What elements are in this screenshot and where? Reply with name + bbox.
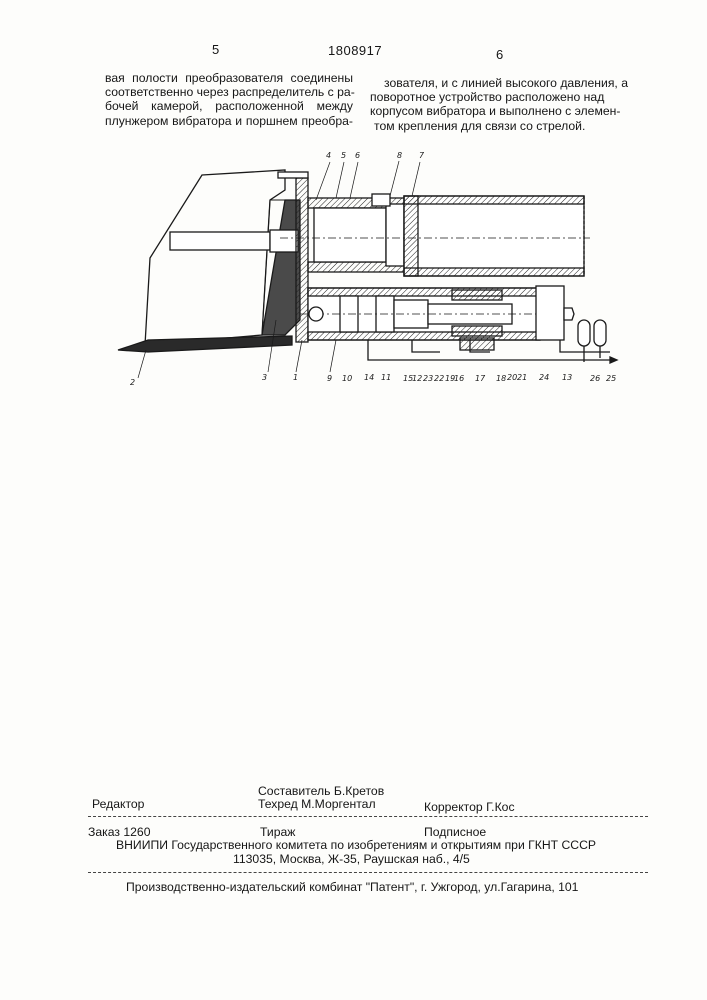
patent-figure: 4 5 6 8 7 2 3 1 9 10 14 11 15 12 23 22 1… bbox=[0, 0, 707, 420]
footer-publisher: Производственно-издательский комбинат "П… bbox=[126, 880, 578, 894]
label-22: 22 bbox=[434, 374, 444, 383]
label-12: 12 bbox=[412, 374, 422, 383]
footer-vniipi: ВНИИПИ Государственного комитета по изоб… bbox=[116, 838, 596, 852]
footer-address: 113035, Москва, Ж-35, Раушская наб., 4/5 bbox=[233, 852, 470, 866]
label-7: 7 bbox=[419, 151, 425, 160]
footer-compiler: Составитель Б.Кретов bbox=[258, 784, 384, 798]
label-14: 14 bbox=[364, 373, 374, 382]
label-5: 5 bbox=[341, 151, 346, 160]
footer-techred: Техред М.Моргентал bbox=[258, 797, 376, 811]
end-cap bbox=[536, 286, 564, 340]
main-plate bbox=[296, 178, 308, 342]
label-20: 20 bbox=[507, 373, 517, 382]
label-4: 4 bbox=[326, 151, 331, 160]
boom-tube bbox=[404, 196, 584, 276]
footer-editor: Редактор bbox=[92, 797, 144, 811]
cylinder-port bbox=[372, 194, 390, 206]
footer-rule-1 bbox=[88, 816, 648, 817]
label-18: 18 bbox=[496, 374, 506, 383]
label-10: 10 bbox=[342, 374, 352, 383]
label-11: 11 bbox=[381, 373, 391, 382]
label-6: 6 bbox=[355, 151, 360, 160]
label-2: 2 bbox=[130, 378, 135, 387]
label-3: 3 bbox=[262, 373, 267, 382]
label-26: 26 bbox=[590, 374, 600, 383]
bucket-blade bbox=[118, 336, 292, 352]
label-17: 17 bbox=[475, 374, 486, 383]
cylinder-bore bbox=[314, 208, 386, 262]
bucket-body bbox=[145, 170, 285, 345]
label-23: 23 bbox=[423, 374, 433, 383]
label-16: 16 bbox=[454, 374, 464, 383]
label-1: 1 bbox=[293, 373, 298, 382]
label-24: 24 bbox=[539, 373, 549, 382]
footer-order: Заказ 1260 bbox=[88, 825, 150, 839]
label-25: 25 bbox=[606, 374, 616, 383]
label-9: 9 bbox=[327, 374, 332, 383]
accumulator-26 bbox=[578, 320, 590, 346]
footer-rule-2 bbox=[88, 872, 648, 873]
label-13: 13 bbox=[562, 373, 572, 382]
label-21: 21 bbox=[517, 373, 527, 382]
footer-corrector: Корректор Г.Кос bbox=[424, 800, 515, 814]
tooth-plate bbox=[262, 200, 300, 335]
bucket-shaft bbox=[170, 232, 270, 250]
footer-subscription: Подписное bbox=[424, 825, 486, 839]
accumulator-25 bbox=[594, 320, 606, 346]
footer-circulation: Тираж bbox=[260, 825, 295, 839]
label-8: 8 bbox=[397, 151, 402, 160]
pivot-circle bbox=[309, 307, 323, 321]
